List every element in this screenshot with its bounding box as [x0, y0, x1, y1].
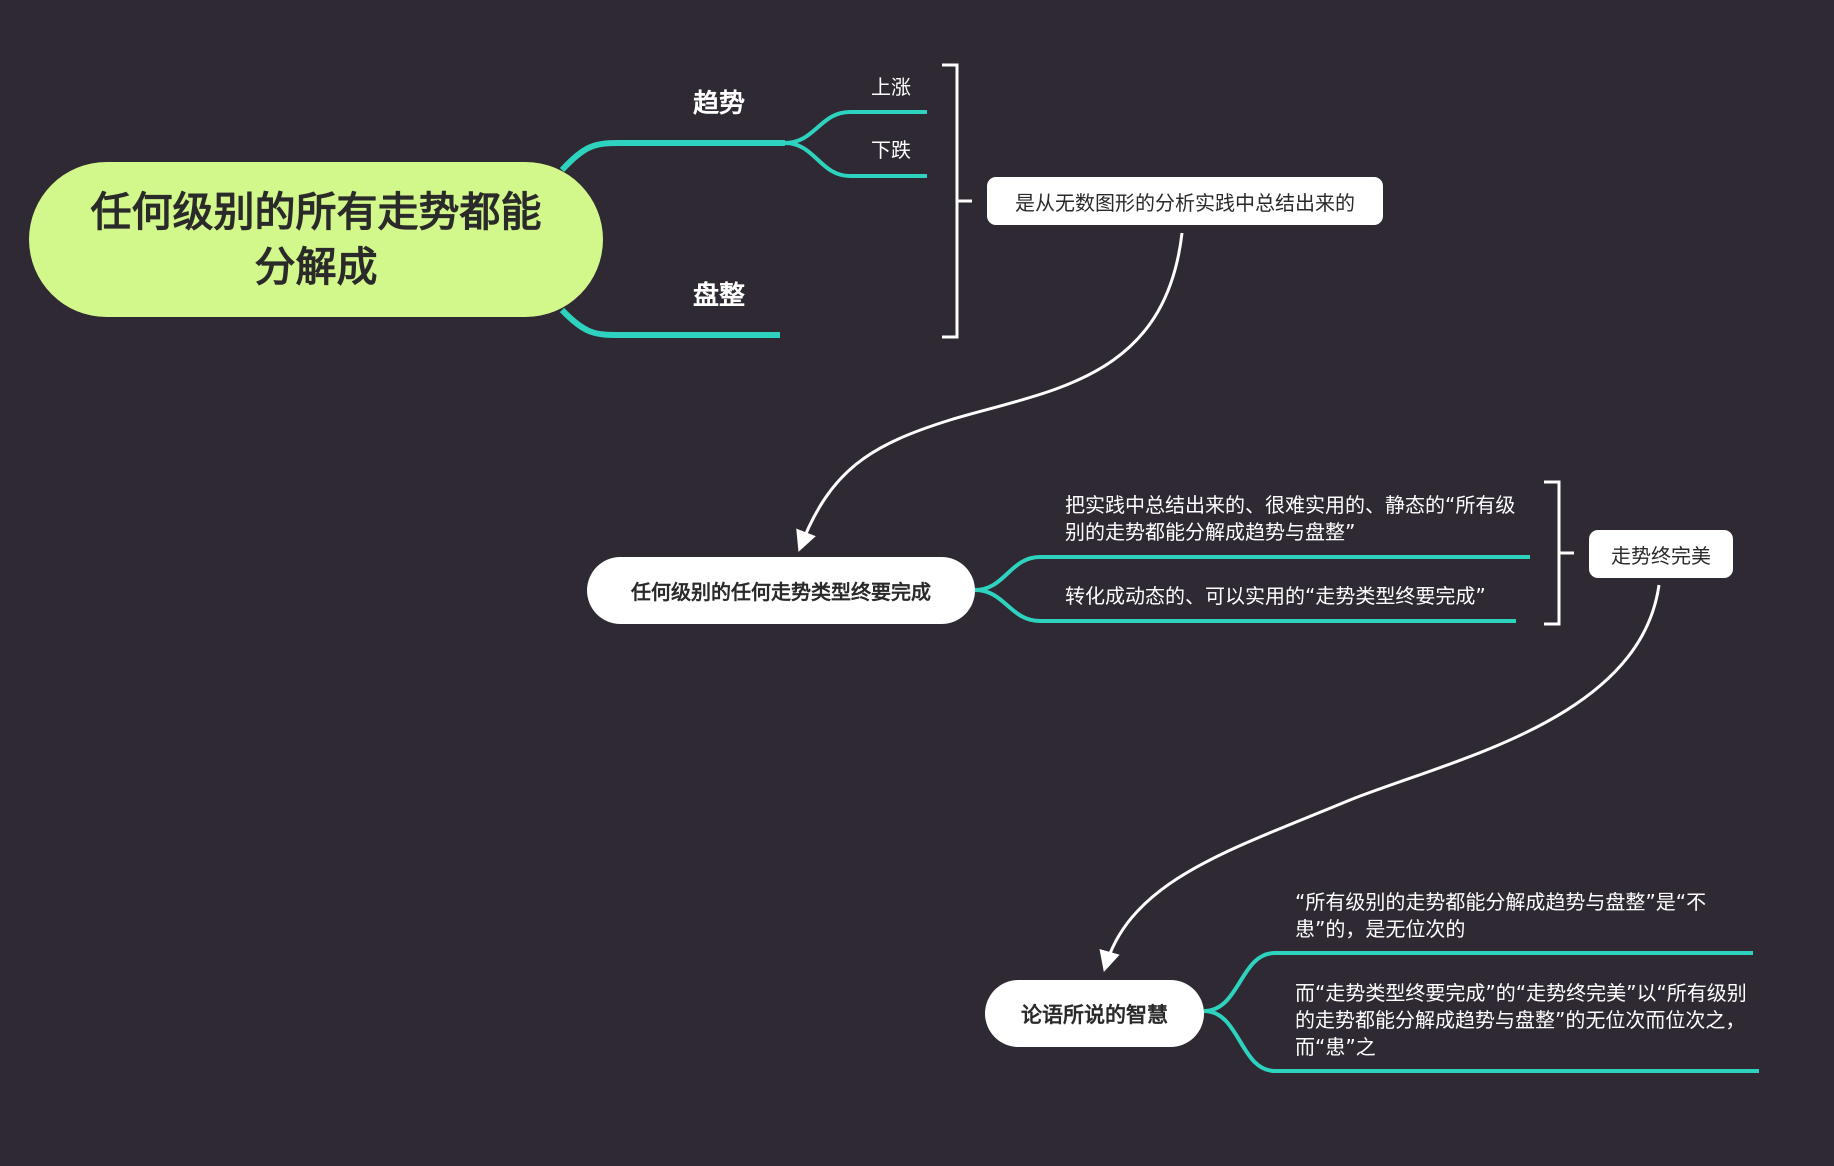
summary-topic-1[interactable]: 是从无数图形的分析实践中总结出来的 — [987, 177, 1383, 225]
topic-node3[interactable]: 论语所说的智慧 — [985, 980, 1204, 1047]
topic-node2[interactable]: 任何级别的任何走势类型终要完成 — [587, 557, 975, 624]
relation-arrow-2 — [1099, 584, 1661, 973]
branch-line-range — [559, 307, 780, 338]
summary-bracket-1 — [942, 63, 972, 339]
relation-arrow-1 — [796, 232, 1184, 552]
topic-down[interactable]: 下跌 — [871, 138, 911, 162]
root-topic-label: 任何级别的所有走势都能分解成 — [90, 187, 542, 291]
branch-line-trend — [559, 140, 785, 173]
branch-line-down — [784, 141, 927, 178]
topic-n3-child-1[interactable]: “所有级别的走势都能分解成趋势与盘整”是“不患”的，是无位次的 — [1295, 890, 1707, 941]
topic-n2-child-2[interactable]: 转化成动态的、可以实用的“走势类型终要完成” — [1065, 584, 1486, 608]
root-topic[interactable]: 任何级别的所有走势都能分解成 — [29, 162, 603, 317]
branch-line-n3-a — [1203, 951, 1753, 1013]
branch-line-n2-a — [974, 555, 1530, 592]
branch-line-up — [784, 110, 927, 145]
branch-line-n2-b — [974, 588, 1516, 623]
topic-range[interactable]: 盘整 — [693, 281, 746, 311]
summary-topic-2[interactable]: 走势终完美 — [1589, 530, 1733, 578]
branch-line-n3-b — [1203, 1009, 1759, 1073]
topic-trend[interactable]: 趋势 — [693, 89, 746, 119]
summary-bracket-2 — [1544, 480, 1574, 626]
topic-up[interactable]: 上涨 — [871, 75, 911, 99]
topic-n3-child-2[interactable]: 而“走势类型终要完成”的“走势终完美”以“所有级别的走势都能分解成趋势与盘整”的… — [1295, 981, 1747, 1059]
topic-n2-child-1[interactable]: 把实践中总结出来的、很难实用的、静态的“所有级别的走势都能分解成趋势与盘整” — [1065, 493, 1516, 544]
